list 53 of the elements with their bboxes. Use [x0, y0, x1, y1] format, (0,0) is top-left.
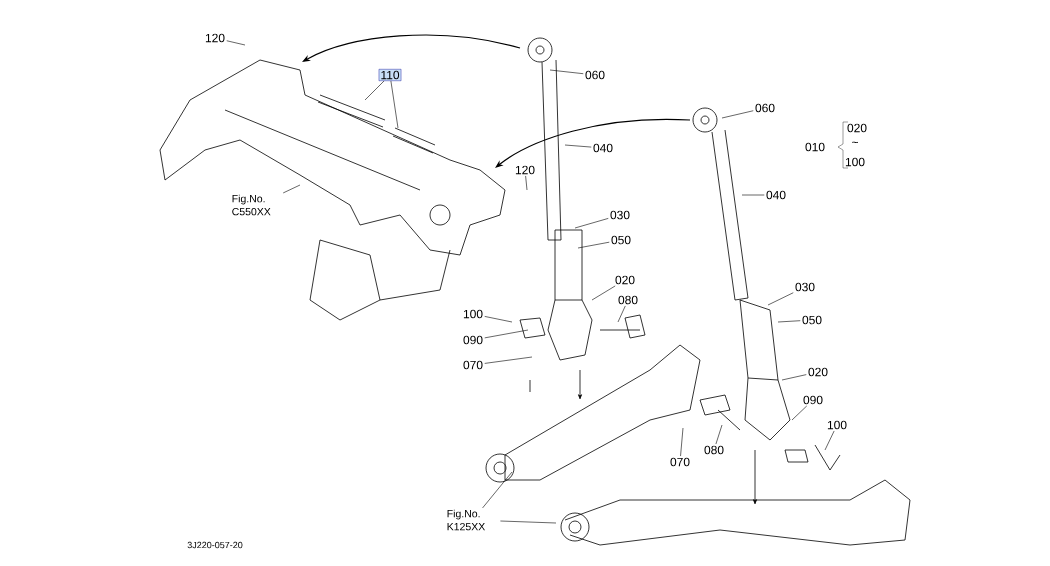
callout-number: 040 [766, 190, 786, 200]
callout-number: 110 [378, 69, 402, 81]
figure-reference: Fig.No. K125XX [447, 509, 485, 531]
leader-line [824, 430, 835, 451]
drawing-number: 3J220-057-20 [187, 541, 243, 549]
leader-line [484, 356, 533, 364]
callout-number: 020 [808, 367, 828, 377]
callout-number: 090 [803, 395, 823, 405]
leader-line [482, 471, 513, 509]
leader-line [577, 241, 610, 249]
leader-line [781, 374, 807, 381]
callout-number: 070 [463, 360, 483, 370]
callout-number: 050 [611, 235, 631, 245]
leader-line [549, 69, 584, 74]
leader-line [364, 80, 385, 101]
leader-line [767, 292, 794, 306]
callout-number: 120 [205, 33, 225, 43]
callout-number: 100 [827, 420, 847, 430]
leader-line [791, 405, 808, 421]
figure-reference: Fig.No. C550XX [232, 194, 271, 216]
leader-line [525, 175, 528, 191]
callout-number: 080 [704, 445, 724, 455]
leader-line [680, 427, 684, 457]
leader-line [500, 520, 557, 524]
leader-line [591, 285, 616, 301]
callout-number: 030 [795, 282, 815, 292]
callout-number: 050 [802, 315, 822, 325]
callout-number: 060 [585, 70, 605, 80]
callout-number: 100 [463, 309, 483, 319]
leader-line [390, 80, 399, 129]
callout-number: 030 [610, 210, 630, 220]
callout-number: 020 [847, 123, 867, 133]
leader-line [484, 329, 529, 339]
leader-line [617, 305, 626, 323]
callout-number: 040 [593, 143, 613, 153]
callout-number: 100 [845, 157, 865, 167]
leader-line [484, 316, 513, 323]
callout-number: ~ [852, 141, 858, 144]
callout-number: 060 [755, 103, 775, 113]
callout-number: 010 [805, 142, 825, 152]
leader-line [574, 218, 609, 229]
leader-line [282, 184, 301, 194]
leader-line [721, 110, 754, 119]
leader-line [226, 40, 246, 46]
leader-line [564, 144, 592, 148]
callout-number: 090 [463, 335, 483, 345]
callout-number: 020 [615, 275, 635, 285]
leader-line [777, 320, 801, 323]
leader-line [715, 424, 723, 445]
callout-number: 120 [515, 165, 535, 175]
callout-number: 070 [670, 457, 690, 467]
leader-line [741, 194, 765, 196]
callout-number: 080 [618, 295, 638, 305]
